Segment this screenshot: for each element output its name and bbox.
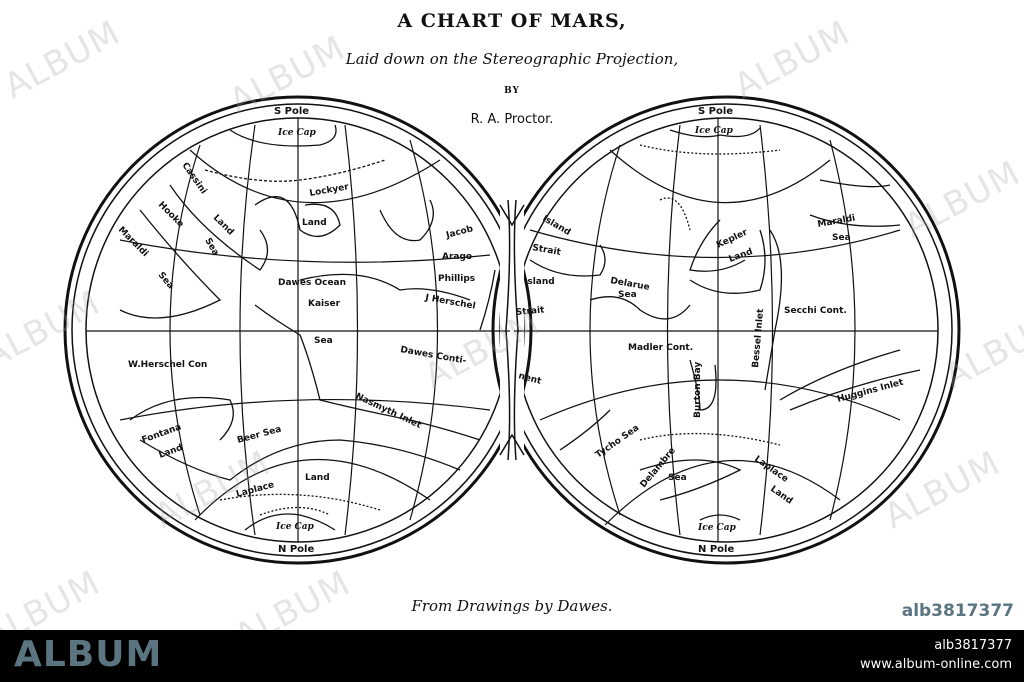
j-herschel-label: J Herschel (423, 293, 476, 312)
right-s-pole-label: S Pole (698, 106, 733, 117)
right-ice-cap-bottom: Ice Cap (697, 523, 737, 533)
by-label: BY (504, 86, 520, 96)
footer-url-link[interactable]: www.album-online.com (859, 657, 1012, 672)
left-hemisphere-grid (86, 118, 510, 542)
lockyer-label: Lockyer (309, 182, 350, 199)
dawes-ocean-label: Dawes Ocean (278, 278, 346, 288)
right-maraldi-sea-label: Sea (832, 233, 851, 243)
kaiser-label: Kaiser (308, 299, 341, 309)
cassini-land-label: Land (211, 213, 236, 238)
right-maraldi-label: Maraldi (817, 213, 856, 229)
jacob-label: Jacob (444, 224, 475, 241)
island-2-label: Island (524, 277, 555, 287)
strait-2-label: Strait (515, 305, 545, 318)
strait-1-label: Strait (531, 243, 562, 258)
delarue-sea-label: Sea (618, 290, 637, 300)
kepler-label: Kepler (715, 227, 750, 250)
map-caption: From Drawings by Dawes. (411, 597, 613, 615)
w-herschel-continent-label: W.Herschel Con (128, 360, 207, 370)
dawes-continent-label: Dawes Conti- (399, 345, 467, 366)
map-title: A CHART OF MARS, (397, 10, 627, 32)
left-ice-cap-bottom: Ice Cap (275, 522, 315, 532)
phillips-label: Phillips (438, 274, 475, 284)
map-subtitle: Laid down on the Stereographic Projectio… (345, 50, 679, 68)
laplace-land-label: Land (305, 473, 330, 483)
left-n-pole-label: N Pole (278, 544, 314, 555)
bessel-inlet-label: Bessel Inlet (751, 308, 766, 369)
small-sea-label: Sea (314, 336, 333, 346)
left-s-pole-label: S Pole (274, 106, 309, 117)
left-ice-cap-top: Ice Cap (277, 128, 317, 138)
right-n-pole-label: N Pole (698, 544, 734, 555)
maraldi-label: Maraldi (116, 225, 150, 259)
image-id-watermark: alb3817377 (901, 601, 1014, 621)
delambre-sea-label: Sea (668, 473, 687, 483)
arago-label: Arago (442, 252, 472, 262)
left-hemisphere-coastlines (119, 124, 496, 531)
author-name: R. A. Proctor. (470, 112, 554, 127)
mars-chart: S Pole Ice Cap Cassini Lockyer Land Hook… (63, 95, 961, 565)
nasmyth-inlet-label: Nasmyth Inlet (354, 392, 423, 431)
madler-continent-label: Madler Cont. (628, 343, 693, 353)
footer-image-id: alb3817377 (934, 638, 1012, 653)
fontana-land-label: Land (158, 443, 185, 461)
secchi-continent-label: Secchi Cont. (784, 306, 847, 316)
right-hemisphere-coastlines (529, 127, 921, 521)
hooke-label: Hooke (156, 200, 186, 230)
right-laplace-land-label: Land (768, 484, 794, 506)
footer-bar: ALBUM alb3817377 www.album-online.com (0, 630, 1024, 682)
laplace-label: Laplace (235, 480, 275, 500)
right-hemisphere-grid (514, 118, 938, 542)
album-logo[interactable]: ALBUM (14, 634, 163, 675)
fontana-label: Fontana (141, 422, 183, 445)
lockyer-land-label: Land (302, 218, 327, 228)
burton-bay-label: Burton Bay (693, 362, 703, 418)
right-ice-cap-top: Ice Cap (694, 126, 734, 136)
